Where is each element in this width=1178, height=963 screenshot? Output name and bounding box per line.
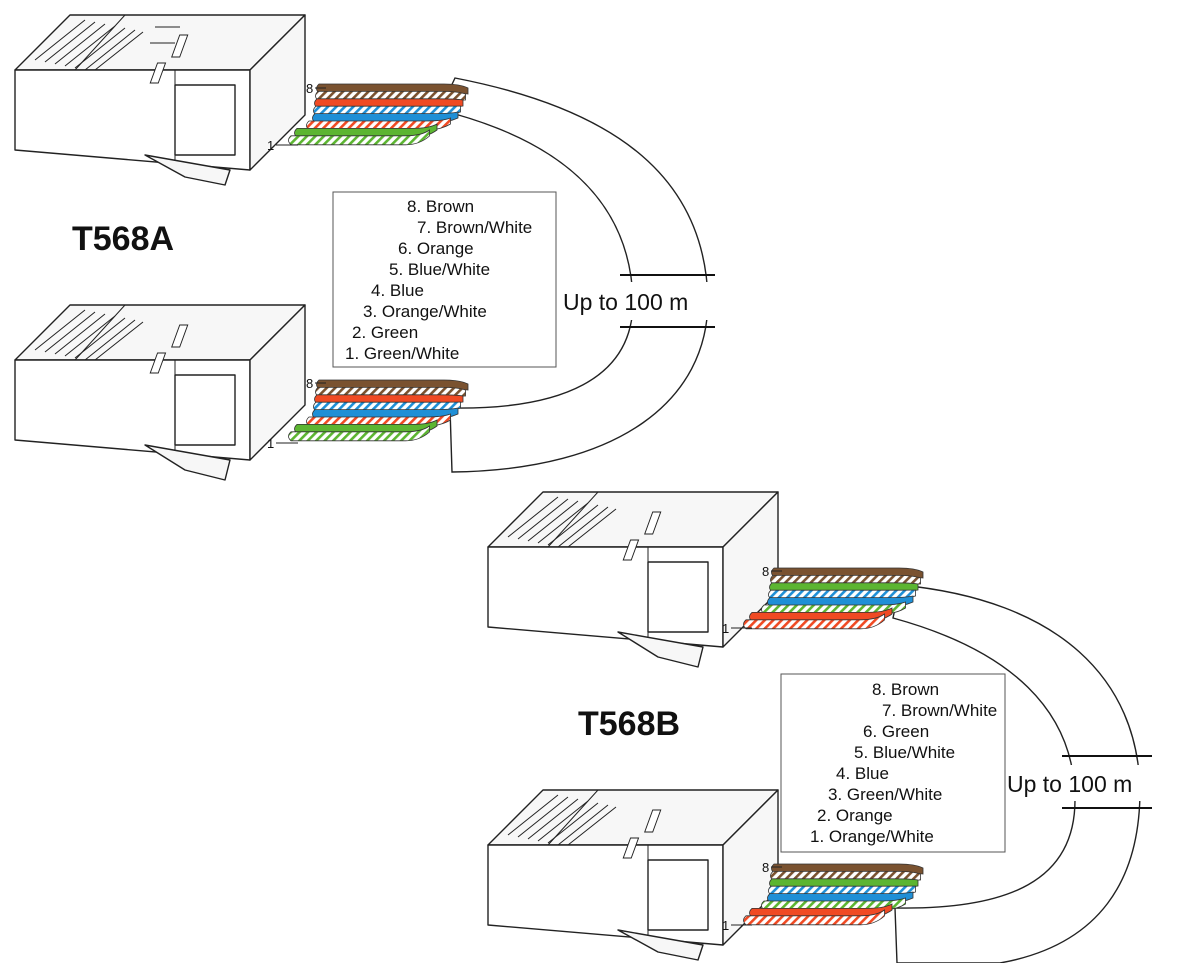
wire-orange-white xyxy=(306,117,451,131)
wire-orange-white xyxy=(743,909,885,926)
t568b-diagram: Up to 100 m 8 1 xyxy=(487,491,1178,963)
t568b-top-wire-bundle xyxy=(743,567,924,630)
t568b-distance-label: Up to 100 m xyxy=(1007,771,1132,797)
wire-green-white xyxy=(761,601,906,615)
legend-entry: 6. Green xyxy=(863,722,929,741)
wire-orange-white xyxy=(743,613,885,630)
t568a-diagram: Up to 100 m 8 1 xyxy=(14,14,720,481)
t568a-top-pin-8-label: 8 xyxy=(306,81,313,96)
t568a-top-pin-1-label: 1 xyxy=(267,138,274,153)
t568b-legend: 8. Brown 7. Brown/White 6. Green 5. Blue/Wh… xyxy=(780,673,1006,853)
legend-entry: 7. Brown/White xyxy=(417,218,532,237)
legend-entry: 5. Blue/White xyxy=(389,260,490,279)
t568b-top-pin-8-label: 8 xyxy=(762,564,769,579)
t568a-bottom-pin-1-label: 1 xyxy=(267,436,274,451)
t568a-legend: 8. Brown 7. Brown/White 6. Orange 5. Blue/W… xyxy=(332,191,557,368)
legend-entry: 7. Brown/White xyxy=(882,701,997,720)
t568a-bottom-pin-8-label: 8 xyxy=(306,376,313,391)
t568a-top-connector xyxy=(14,14,306,186)
legend-entry: 3. Orange/White xyxy=(363,302,487,321)
t568b-top-connector xyxy=(487,491,779,668)
t568a-top-wire-bundle xyxy=(288,83,469,146)
t568a-distance-marker: Up to 100 m xyxy=(560,274,720,328)
legend-entry: 4. Blue xyxy=(371,281,424,300)
legend-entry: 6. Orange xyxy=(398,239,474,258)
legend-entry: 5. Blue/White xyxy=(854,743,955,762)
legend-entry: 8. Brown xyxy=(872,680,939,699)
wire-green-white xyxy=(288,129,430,146)
legend-entry: 1. Green/White xyxy=(345,344,459,363)
legend-entry: 4. Blue xyxy=(836,764,889,783)
t568b-distance-marker: Up to 100 m xyxy=(1005,755,1178,809)
t568b-top-pin-1-label: 1 xyxy=(722,621,729,636)
wire-green-white xyxy=(761,897,906,911)
legend-entry: 3. Green/White xyxy=(828,785,942,804)
t568b-bottom-pin-8-label: 8 xyxy=(762,860,769,875)
legend-entry: 1. Orange/White xyxy=(810,827,934,846)
t568b-bottom-connector xyxy=(487,789,779,961)
legend-entry: 8. Brown xyxy=(407,197,474,216)
t568a-distance-label: Up to 100 m xyxy=(563,289,688,315)
t568b-bottom-pin-1-label: 1 xyxy=(722,918,729,933)
t568a-cable-jacket xyxy=(439,77,709,473)
t568a-title: T568A xyxy=(72,220,174,258)
wire-orange-white xyxy=(306,413,451,427)
t568b-title: T568B xyxy=(578,705,680,743)
t568b-bottom-wire-bundle xyxy=(743,863,924,926)
legend-entry: 2. Orange xyxy=(817,806,893,825)
t568a-bottom-wire-bundle xyxy=(288,379,469,442)
t568a-bottom-connector xyxy=(14,304,306,481)
wire-green-white xyxy=(288,425,430,442)
legend-entry: 2. Green xyxy=(352,323,418,342)
